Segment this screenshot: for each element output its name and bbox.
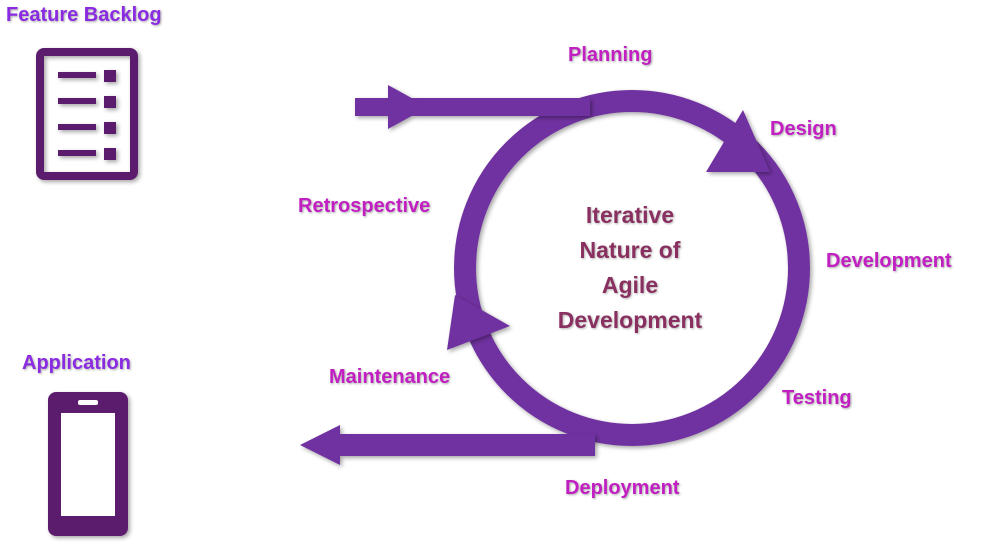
mobile-phone-icon <box>48 392 128 536</box>
stage-retrospective: Retrospective <box>298 195 431 217</box>
stage-maintenance: Maintenance <box>329 366 451 388</box>
outgoing-arrow <box>300 425 595 465</box>
incoming-arrow <box>355 85 590 129</box>
cycle-ring <box>454 90 810 446</box>
center-line-4: Development <box>557 307 703 333</box>
application-title: Application <box>22 352 131 374</box>
stage-deployment: Deployment <box>565 477 680 499</box>
design-arrowhead <box>706 110 770 172</box>
stage-design: Design <box>770 118 837 140</box>
stage-development: Development <box>826 250 952 272</box>
stage-testing: Testing <box>782 387 852 409</box>
center-line-3: Agile <box>601 272 659 298</box>
center-line-2: Nature of <box>579 237 681 263</box>
feature-backlog-title: Feature Backlog <box>6 4 162 26</box>
cycle-center-text: Iterative Nature of Agile Development <box>520 198 740 338</box>
maintenance-arrowhead <box>447 295 510 350</box>
center-line-1: Iterative <box>585 202 675 228</box>
backlog-list-icon <box>36 48 138 180</box>
stage-planning: Planning <box>568 44 653 66</box>
